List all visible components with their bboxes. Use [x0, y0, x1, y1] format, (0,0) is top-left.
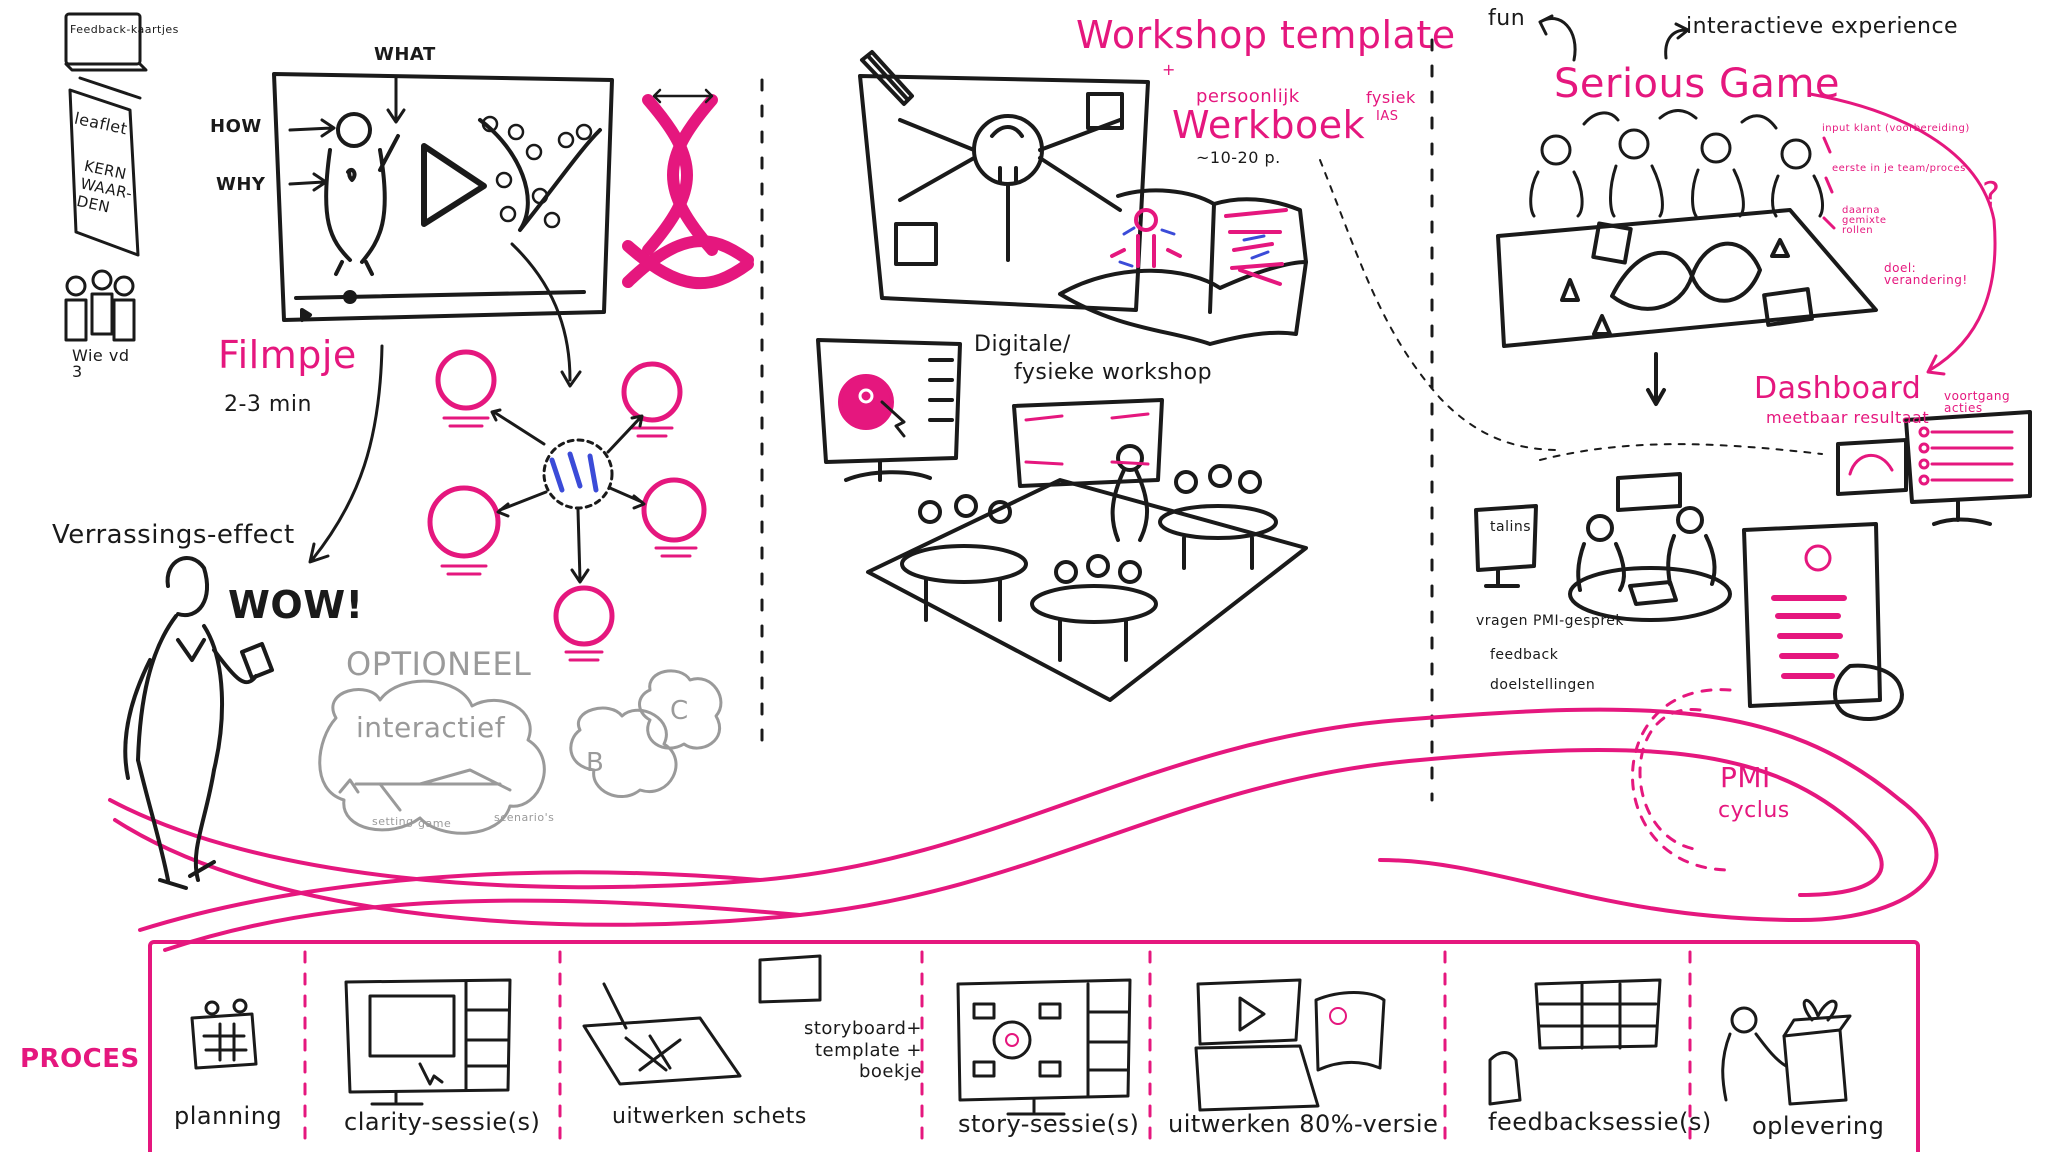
why-label: WHY	[216, 174, 266, 195]
pages-label: ~10-20 p.	[1196, 148, 1281, 167]
workbook-blue-marks	[1118, 226, 1270, 268]
dna-helix	[622, 94, 754, 290]
pmi-title: PMI	[1720, 761, 1771, 794]
interactive-label: interactief	[356, 711, 506, 744]
interactive-experience-label: interactieve experience	[1686, 14, 1959, 39]
dashboard-bars	[1848, 426, 2014, 486]
talins-label: talins	[1490, 519, 1532, 535]
how-label: HOW	[210, 116, 262, 137]
film-screen	[272, 72, 614, 322]
process-dividers	[303, 950, 1692, 1150]
talins-meeting	[1474, 472, 1732, 622]
step-oplevering: oplevering	[1752, 1112, 1885, 1140]
filmpje-title: Filmpje	[218, 333, 357, 377]
progress-sheet-bars	[1771, 544, 1847, 679]
pmi-cycle-ring	[1631, 688, 1732, 872]
process-icons	[190, 954, 1852, 1116]
monitor-cursor	[858, 388, 906, 438]
cloud-setting: setting	[372, 815, 414, 828]
goals-label: doelstellingen	[1490, 677, 1596, 693]
digital-monitor	[816, 338, 962, 482]
step-80-versie: uitwerken 80%-versie	[1168, 1110, 1439, 1138]
progress-sheet	[1742, 522, 1904, 722]
feedback-label: feedback	[1490, 647, 1559, 663]
personal-label: persoonlijk	[1196, 86, 1300, 107]
workbook-label: Werkboek	[1172, 103, 1366, 147]
surprise-label: Verrassings-effect	[52, 520, 295, 550]
process-icon-accents	[1005, 1007, 1347, 1047]
input-note-1: input klant (voorbereiding)	[1822, 123, 1970, 134]
left-props	[64, 12, 148, 342]
flow-arrows	[308, 242, 582, 564]
optional-label: OPTIONEEL	[346, 645, 532, 683]
dashboard-subtitle: meetbaar resultaat	[1766, 408, 1930, 427]
fun-label: fun	[1488, 6, 1526, 31]
network-hub	[490, 408, 646, 584]
input-note-3: daarna gemixte rollen	[1842, 205, 1887, 236]
column-dividers	[760, 38, 1434, 802]
process-frame	[148, 940, 1920, 1152]
what-label: WHAT	[374, 44, 436, 65]
wow-label: WOW!	[228, 583, 364, 627]
workshop-room	[866, 398, 1308, 702]
digital-workshop-line2: fysieke workshop	[1014, 360, 1213, 385]
serious-game-title: Serious Game	[1554, 61, 1841, 107]
infinity-path	[108, 707, 1939, 952]
team-people	[1529, 109, 1824, 218]
physical-label-2: IAS	[1376, 109, 1399, 124]
workbook	[1058, 188, 1308, 346]
pmi-subtitle: cyclus	[1718, 798, 1790, 823]
dashboard-title: Dashboard	[1754, 371, 1922, 406]
leaflet-values: KERN WAAR-DEN	[74, 156, 135, 217]
dna-width-arrow	[652, 88, 714, 104]
step-schets: uitwerken schets	[612, 1104, 807, 1129]
digital-workshop-line1: Digitale/	[974, 332, 1071, 357]
workbook-pink-marks	[1110, 208, 1288, 286]
input-note-2: eerste in je team/proces	[1832, 163, 1966, 174]
game-arrows	[1808, 92, 1997, 376]
top-arrows	[1538, 14, 1690, 62]
cloud-scenarios: scenario's	[494, 811, 555, 824]
storyboard-note: storyboard+ template + boekje	[803, 1018, 922, 1083]
plus-sign: +	[1162, 60, 1176, 79]
option-c-label: C	[670, 696, 689, 726]
questions-label: vragen PMI-gesprek	[1476, 613, 1624, 629]
physical-label: fysiek	[1366, 88, 1416, 107]
dashed-connectors	[1319, 159, 1823, 461]
feedback-cards-label: Feedback-kaartjes	[70, 23, 179, 36]
progress-label: voortgang acties	[1944, 389, 2011, 415]
process-label: PROCES	[20, 1044, 140, 1074]
network-underlines	[440, 416, 698, 662]
wie-label: Wie vd 3	[72, 346, 130, 381]
step-clarity: clarity-sessie(s)	[344, 1108, 541, 1136]
dashboard-monitor	[1836, 410, 2032, 526]
filmpje-duration: 2-3 min	[224, 392, 312, 417]
whiteboard	[858, 50, 1150, 312]
step-story: story-sessie(s)	[958, 1110, 1140, 1138]
walking-person	[123, 556, 274, 890]
step-feedback: feedbacksessie(s)	[1488, 1108, 1712, 1136]
cloud-game: game	[418, 817, 452, 830]
step-planning: planning	[174, 1102, 283, 1130]
game-board	[1496, 208, 1878, 406]
workshop-title: Workshop template	[1076, 13, 1456, 57]
input-note-4: doel: verandering!	[1884, 261, 1968, 287]
optional-clouds	[318, 669, 723, 835]
how-why-what-arrows	[288, 76, 406, 192]
option-b-label: B	[586, 748, 605, 778]
question-mark: ?	[1982, 175, 2001, 215]
room-screen-pink	[1024, 412, 1150, 466]
network-circles	[427, 349, 707, 647]
